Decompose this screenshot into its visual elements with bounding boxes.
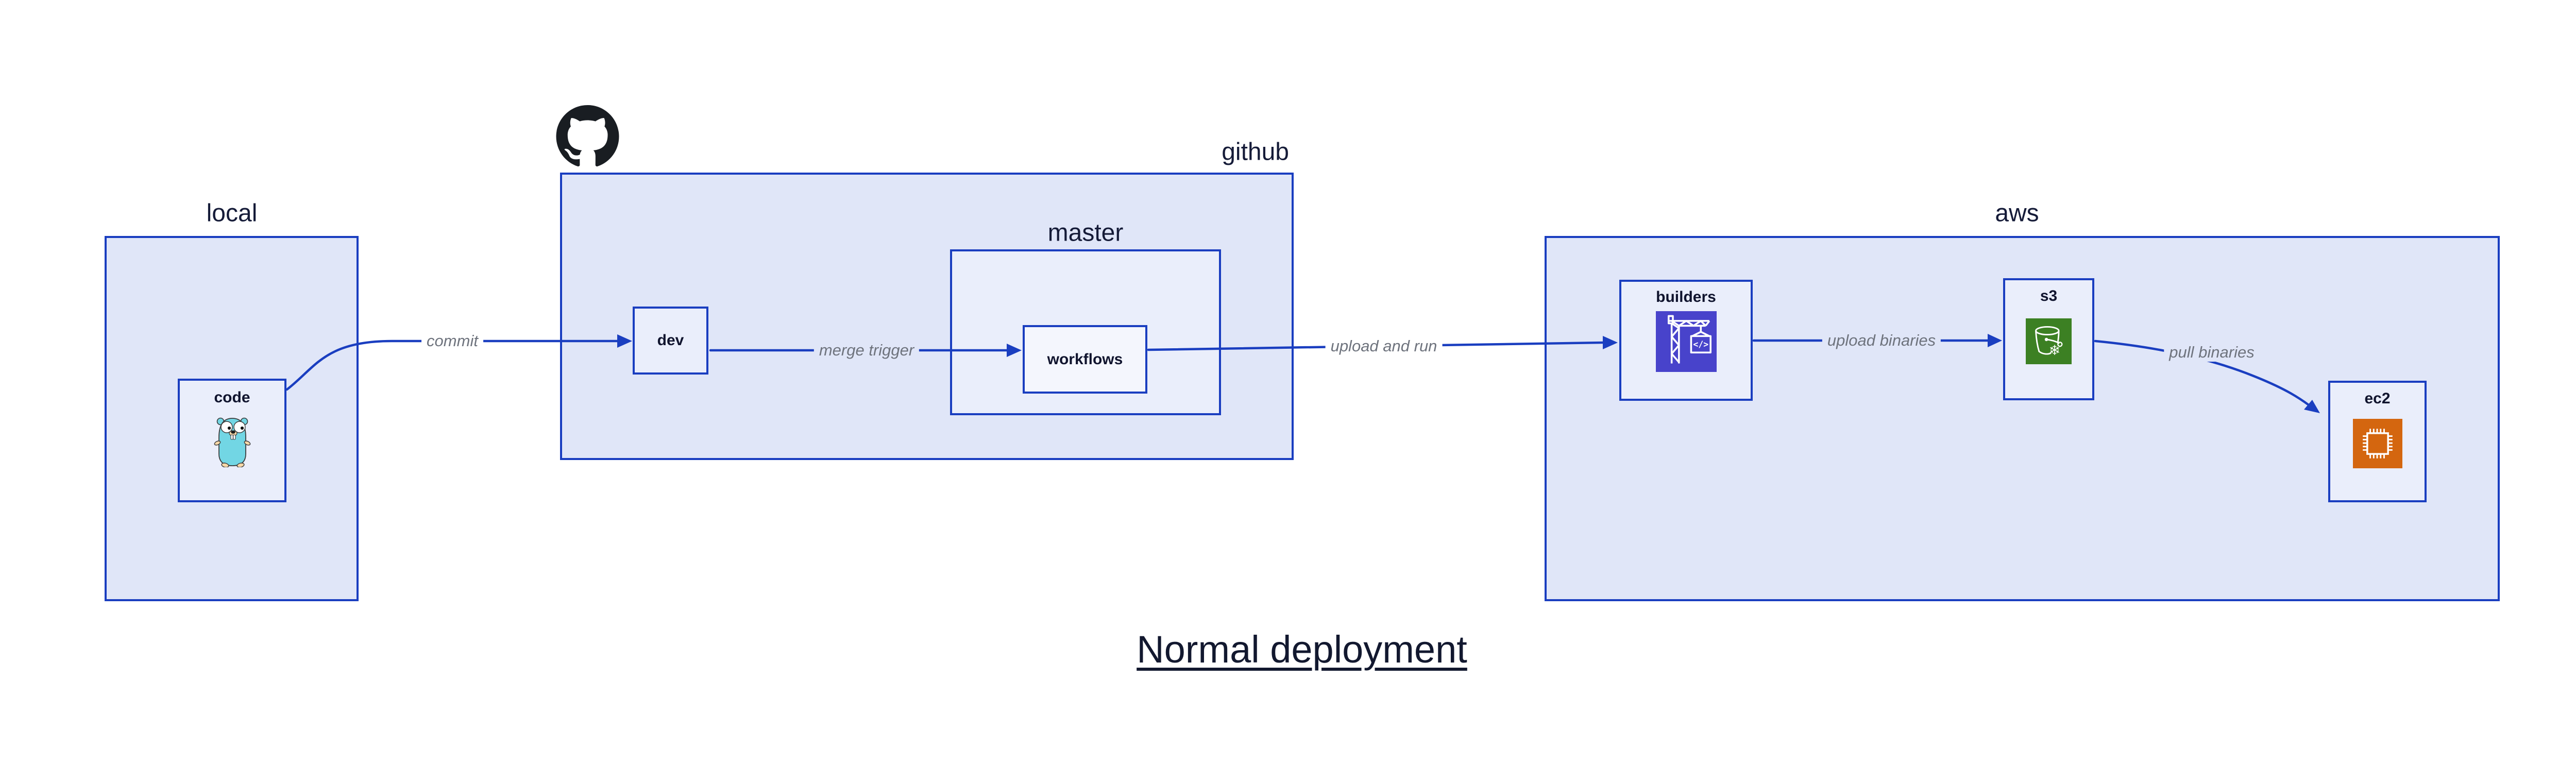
node-code-label: code	[214, 389, 250, 406]
ec2-chip-icon	[2352, 419, 2402, 468]
local-container-label: local	[206, 199, 258, 227]
github-container-label: github	[1222, 138, 1289, 166]
node-builders: builders </>	[1619, 280, 1753, 401]
master-container-label: master	[1047, 219, 1124, 247]
node-workflows: workflows	[1023, 325, 1147, 394]
node-workflows-label: workflows	[1047, 350, 1123, 368]
node-dev: dev	[633, 307, 708, 375]
node-code: code	[178, 379, 286, 502]
s3-snowflake-glyph: ❄	[2049, 343, 2060, 359]
diagram-title: Normal deployment	[1137, 628, 1467, 671]
edge-commit-label: commit	[421, 332, 483, 350]
node-dev-label: dev	[657, 332, 684, 349]
github-octocat-icon	[555, 105, 620, 168]
edge-upload-binaries-label: upload binaries	[1822, 331, 1941, 350]
edge-upload-and-run-label: upload and run	[1325, 337, 1443, 355]
edge-merge-trigger-label: merge trigger	[814, 341, 920, 360]
edge-pull-binaries-label: pull binaries	[2164, 343, 2260, 362]
codebuild-code-glyph: </>	[1693, 339, 1708, 349]
aws-container-label: aws	[1995, 199, 2039, 227]
node-builders-label: builders	[1656, 288, 1716, 305]
s3-glacier-bucket-icon: ❄	[2026, 318, 2072, 364]
codebuild-crane-icon: </>	[1655, 311, 1717, 372]
go-gopher-icon	[213, 416, 251, 467]
node-s3: s3 ❄	[2003, 278, 2094, 400]
node-ec2: ec2	[2328, 381, 2427, 502]
node-ec2-label: ec2	[2364, 390, 2391, 407]
node-s3-label: s3	[2040, 287, 2058, 304]
